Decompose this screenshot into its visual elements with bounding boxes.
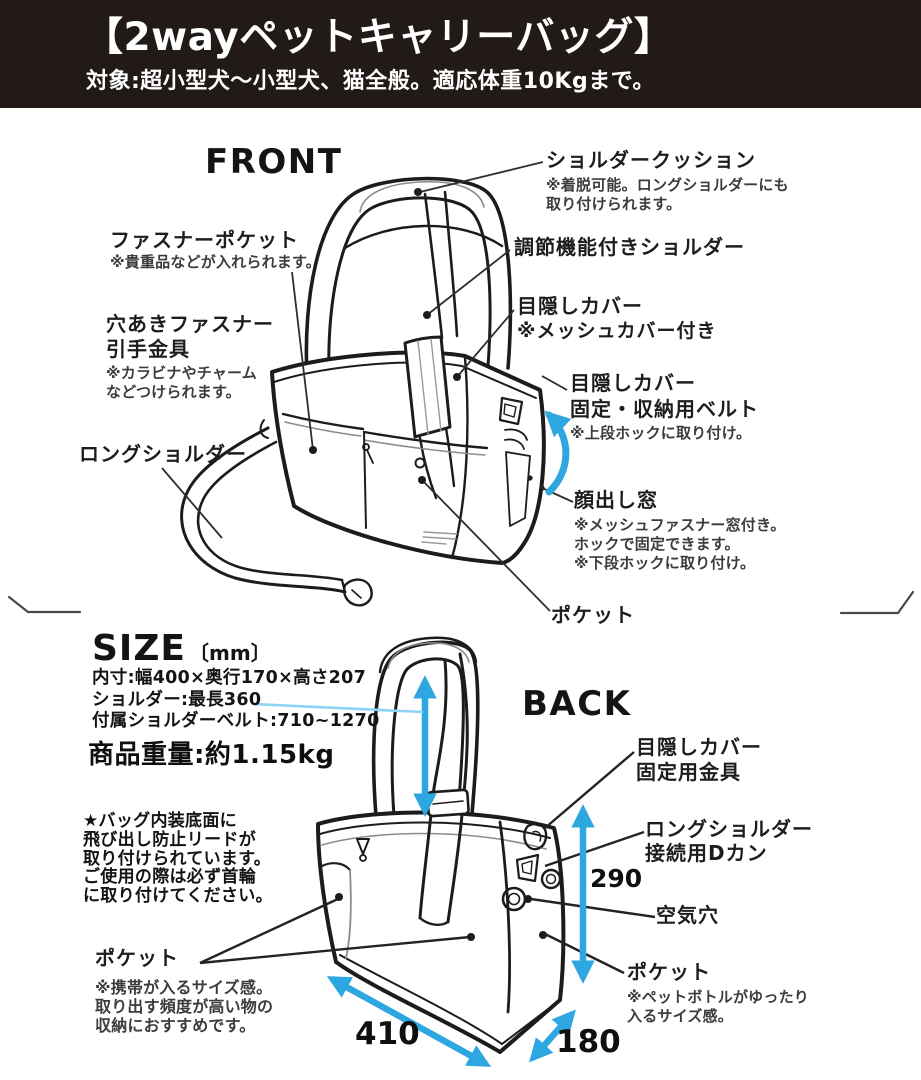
label-cover-belt: 目隠しカバー 固定・収納用ベルト ※上段ホックに取り付け。: [570, 370, 759, 443]
label-air-hole: 空気穴: [656, 903, 719, 927]
label-back-pocket-right: ポケット ※ペットボトルがゆったり 入るサイズ感。: [627, 960, 809, 1026]
back-bag-drawing: [316, 636, 566, 1054]
size-heading-text: SIZE: [92, 628, 187, 669]
size-shoulder: ショルダー:最長360: [92, 690, 262, 710]
privacy-cover-title: 目隠しカバー: [517, 294, 643, 318]
hole-fastener-title: 穴あきファスナー 引手金具: [106, 312, 274, 361]
privacy-cover-note: ※メッシュカバー付き: [517, 320, 717, 342]
back-pocket-right-title: ポケット: [627, 960, 711, 984]
label-long-shoulder: ロングショルダー: [79, 442, 247, 466]
size-inner-dims: 内寸:幅400×奥行170×高さ207: [92, 668, 367, 688]
label-face-window: 顔出し窓 ※メッシュファスナー窓付き。 ホックで固定できます。 ※下段ホックに取…: [574, 488, 786, 573]
hole-fastener-note: ※カラビナやチャーム などつけられます。: [106, 364, 257, 401]
header: 【2wayペットキャリーバッグ】 対象:超小型犬〜小型犬、猫全般。適応体重10K…: [0, 0, 921, 108]
dimension-290: 290: [590, 864, 643, 893]
back-pocket-right-note: ※ペットボトルがゆったり 入るサイズ感。: [627, 988, 809, 1025]
size-belt: 付属ショルダーベルト:710~1270: [92, 711, 380, 731]
back-pocket-left-note: ※携帯が入るサイズ感。 取り出す頻度が高い物の 収納におすすめです。: [95, 978, 274, 1035]
label-d-ring: ロングショルダー 接続用Dカン: [645, 817, 813, 865]
shoulder-cushion-title: ショルダークッション: [546, 148, 756, 172]
label-front-pocket: ポケット: [551, 603, 635, 627]
cover-belt-note: ※上段ホックに取り付け。: [570, 424, 752, 442]
label-adjustable-shoulder: 調節機能付きショルダー: [514, 235, 745, 259]
fastener-pocket-note: ※貴重品などが入れられます。: [110, 253, 321, 271]
label-cover-fitting: 目隠しカバー 固定用金具: [636, 735, 762, 784]
label-privacy-cover: 目隠しカバー ※メッシュカバー付き: [517, 294, 716, 344]
label-hole-fastener: 穴あきファスナー 引手金具 ※カラビナやチャーム などつけられます。: [106, 312, 274, 402]
page-subtitle: 対象:超小型犬〜小型犬、猫全般。適応体重10Kgまで。: [86, 69, 655, 94]
label-shoulder-cushion: ショルダークッション ※着脱可能。ロングショルダーにも 取り付けられます。: [546, 148, 789, 214]
product-weight: 商品重量:約1.15kg: [88, 740, 335, 770]
dimension-180: 180: [556, 1024, 621, 1060]
arrow-width-410-icon: [326, 976, 492, 1067]
divider-marks: [7, 590, 915, 615]
cover-belt-arrow-icon: [544, 410, 572, 496]
cover-belt-title: 目隠しカバー 固定・収納用ベルト: [570, 371, 759, 421]
leash-warning-note: ★バッグ内装底面に 飛び出し防止リードが 取り付けられています。 ご使用の際は必…: [83, 811, 273, 907]
size-pointer-line: [252, 702, 424, 714]
front-leader-lines: [161, 161, 574, 612]
label-back-pocket-left: ポケット ※携帯が入るサイズ感。 取り出す頻度が高い物の 収納におすすめです。: [95, 946, 273, 1035]
size-unit: 〔mm〕: [189, 641, 271, 665]
front-heading: FRONT: [205, 142, 343, 182]
dimension-410: 410: [355, 1016, 420, 1052]
size-heading: SIZE 〔mm〕: [92, 628, 271, 669]
dimension-arrows: [326, 675, 595, 1067]
page-title: 【2wayペットキャリーバッグ】: [84, 15, 674, 60]
face-window-note: ※メッシュファスナー窓付き。 ホックで固定できます。 ※下段ホックに取り付け。: [574, 516, 786, 572]
arrow-depth-180-icon: [529, 1009, 576, 1063]
label-fastener-pocket: ファスナーポケット ※貴重品などが入れられます。: [110, 228, 321, 272]
back-pocket-left-title: ポケット: [95, 946, 179, 970]
fastener-pocket-title: ファスナーポケット: [110, 228, 299, 252]
front-bag-drawing: [180, 176, 546, 607]
shoulder-cushion-note: ※着脱可能。ロングショルダーにも 取り付けられます。: [546, 176, 789, 213]
face-window-title: 顔出し窓: [574, 488, 658, 512]
back-heading: BACK: [522, 684, 632, 724]
